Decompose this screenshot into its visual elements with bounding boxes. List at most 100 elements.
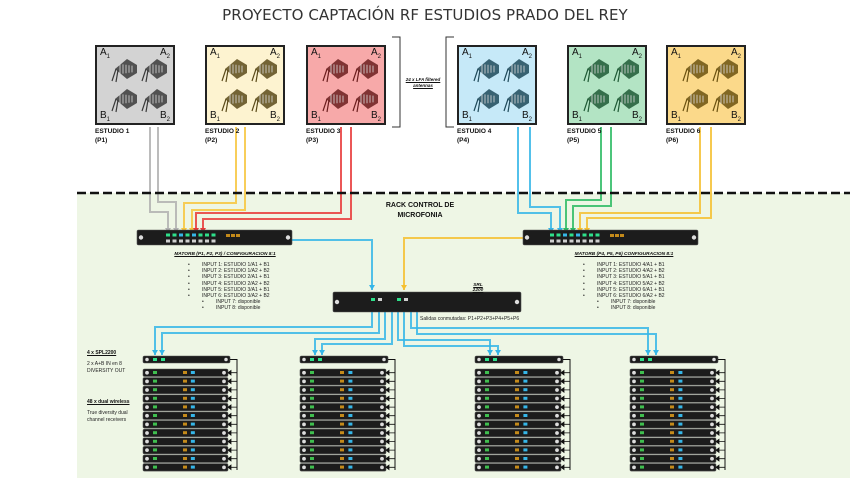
lfa-antenna-icon [221, 89, 247, 113]
dual-wireless-receiver [299, 411, 387, 420]
arrowhead-icon [715, 378, 725, 385]
arrowhead-icon [560, 412, 570, 419]
dual-wireless-receiver [142, 437, 229, 446]
antenna-label: A2 [269, 47, 280, 60]
dual-wireless-receiver [142, 368, 229, 377]
lfa-antenna-icon [473, 59, 499, 83]
lfa-antenna-icon [613, 59, 639, 83]
dual-wireless-receiver [474, 420, 562, 429]
arrowhead-icon [227, 412, 237, 419]
dual-wireless-receiver [474, 411, 562, 420]
input-item-spare: INPUT 8: disponible [188, 305, 270, 311]
arrowhead-icon [715, 447, 725, 454]
dual-wireless-receiver [299, 377, 387, 386]
lfa-antenna-icon [503, 59, 529, 83]
receivers-desc-line1: True diversity dual [87, 410, 128, 416]
matrix-right-label: MATORB (P4, P5, P6) CONFIGURACION 8:1 [574, 252, 674, 257]
arrowhead-icon [560, 404, 570, 411]
dual-wireless-receiver [629, 385, 717, 395]
antenna-label: A2 [159, 47, 170, 60]
arrowhead-icon [715, 421, 725, 428]
arrowhead-icon [227, 386, 237, 394]
dual-wireless-receiver [474, 403, 562, 412]
antenna-label: B2 [370, 110, 381, 123]
cable-studio4-a [517, 127, 552, 233]
switch-label: SRL 2200 [472, 283, 484, 293]
antenna-label: B2 [521, 110, 532, 123]
cable-studio2-a [183, 127, 237, 233]
dual-wireless-receiver [142, 420, 229, 429]
antenna-label: A2 [370, 47, 381, 60]
arrowhead-icon [385, 404, 395, 411]
arrowhead-icon [715, 429, 725, 437]
arrowhead-icon [227, 378, 237, 385]
splitter-device [299, 355, 389, 364]
dual-wireless-receiver [142, 454, 229, 463]
studio-name: ESTUDIO 6 [666, 128, 701, 135]
arrowhead-icon [312, 350, 318, 355]
arrowhead-icon [715, 438, 725, 445]
cable-studio1-a [149, 127, 169, 233]
lfa-antenna-icon [473, 89, 499, 113]
dual-wireless-receiver [299, 428, 387, 438]
antenna-label: B1 [100, 110, 111, 123]
dual-wireless-receiver [299, 394, 387, 403]
dual-wireless-receiver [299, 437, 387, 446]
dual-wireless-receiver [474, 463, 562, 472]
lfa-antenna-icon [111, 59, 137, 83]
arrowhead-icon [227, 421, 237, 428]
lfa-antenna-icon [352, 89, 378, 113]
cable-studio3-b [202, 127, 352, 233]
receivers-desc: True diversity dual channel receivers [87, 410, 128, 424]
cable-studio6-b [586, 127, 712, 233]
dual-wireless-receiver [142, 377, 229, 386]
arrowhead-icon [645, 350, 651, 355]
arrowhead-icon [369, 285, 375, 290]
link-switch-to-splitter3-a [397, 312, 491, 355]
studio-label: ESTUDIO 2(P2) [205, 127, 239, 145]
arrowhead-icon [560, 447, 570, 454]
arrowhead-icon [401, 285, 407, 290]
splitter-device [629, 355, 719, 364]
splitters-desc-line1: 2 x A+B IN en 8 [87, 361, 122, 367]
matrix-right-device [522, 229, 699, 246]
arrowhead-icon [227, 455, 237, 462]
dual-wireless-receiver [299, 385, 387, 395]
arrowhead-icon [385, 438, 395, 445]
arrowhead-icon [385, 378, 395, 385]
arrowhead-icon [227, 404, 237, 411]
arrowhead-icon [227, 429, 237, 437]
antenna-label: A2 [521, 47, 532, 60]
antenna-label: A1 [462, 47, 473, 60]
cable-studio2-b [191, 127, 246, 233]
dual-wireless-receiver [474, 385, 562, 395]
dual-wireless-receiver [474, 437, 562, 446]
input-item-spare: INPUT 8: disponible [583, 305, 665, 311]
input-item: INPUT 3: ESTUDIO 5/A1 + B1 [583, 274, 665, 280]
arrowhead-icon [227, 369, 237, 376]
studio-code: (P4) [457, 137, 470, 144]
input-item: INPUT 2: ESTUDIO 1/A2 + B2 [188, 268, 270, 274]
arrowhead-icon [715, 464, 725, 471]
studio-label: ESTUDIO 1(P1) [95, 127, 129, 145]
arrowhead-icon [159, 350, 165, 355]
dual-wireless-receiver [142, 394, 229, 403]
dual-wireless-receiver [299, 463, 387, 472]
antenna-label: B1 [671, 110, 682, 123]
splitter-device [142, 355, 231, 364]
matrix-left-label: MATORB (P1, P2, P3) / CONFIGURACION 8:1 [174, 252, 276, 257]
lfa-antenna-icon [251, 89, 277, 113]
dual-wireless-receiver [142, 403, 229, 412]
dual-wireless-receiver [629, 420, 717, 429]
studio-name: ESTUDIO 3 [306, 128, 341, 135]
cable-studio5-a [565, 127, 602, 233]
cable-studio3-a [195, 127, 342, 233]
arrowhead-icon [385, 464, 395, 471]
lfa-antenna-icon [141, 89, 167, 113]
arrowhead-icon [227, 438, 237, 445]
antenna-label: A2 [631, 47, 642, 60]
